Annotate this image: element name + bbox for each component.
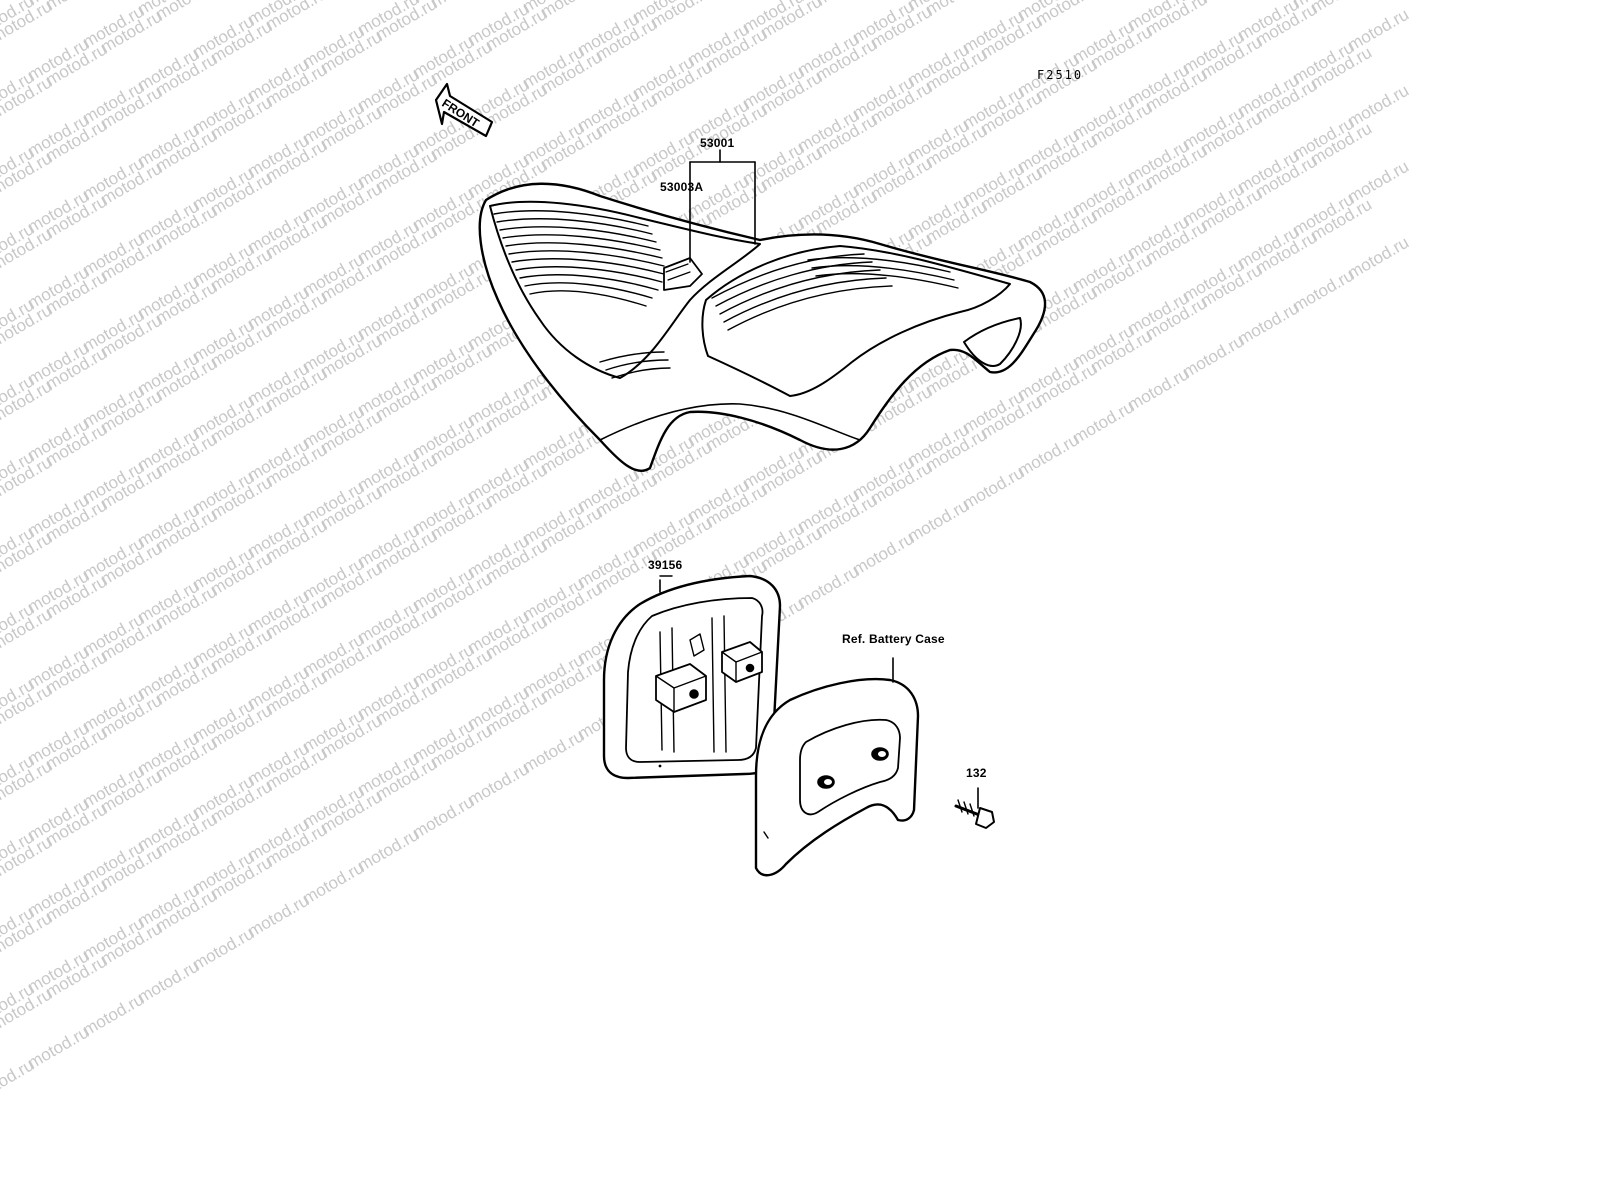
figure-code: F2510 (1037, 68, 1084, 82)
battery-case (754, 657, 920, 877)
callout-ref-battery-case: Ref. Battery Case (842, 632, 945, 646)
front-arrow (434, 82, 494, 138)
callout-39156: 39156 (648, 558, 683, 572)
seat-cover-frame (602, 574, 782, 780)
leader-lines-seat (689, 149, 756, 263)
callout-53003A: 53003A (660, 180, 704, 194)
callout-132: 132 (966, 766, 987, 780)
bolt (954, 787, 995, 829)
seat-assembly (478, 182, 1047, 472)
callout-53001: 53001 (700, 136, 735, 150)
